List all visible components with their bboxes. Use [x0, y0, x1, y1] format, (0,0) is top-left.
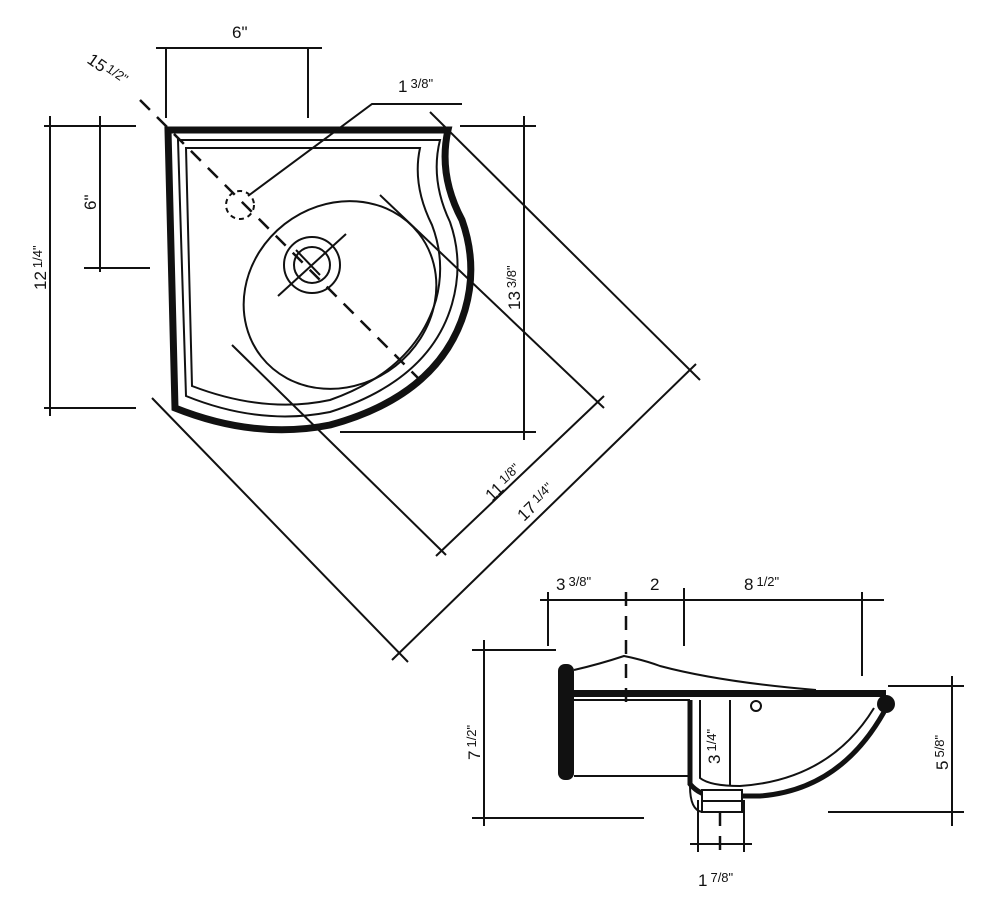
- bowl-outer: [687, 700, 887, 799]
- label-seg-b: 2: [650, 575, 659, 594]
- sink-outline-outer: [164, 126, 475, 434]
- dim-diag-ext-left-outer: [151, 397, 409, 663]
- sink-top-rim: [573, 654, 817, 691]
- rim-slab: [574, 690, 886, 697]
- drain-pipe: [689, 785, 703, 813]
- dim-diag-ext-left-inner: [231, 344, 447, 556]
- label-bowl-depth: 31/4": [704, 728, 724, 764]
- sink-outline-rim: [184, 147, 442, 406]
- label-overall-height: 71/2": [464, 724, 484, 760]
- label-front-inner: 111/8": [481, 460, 526, 505]
- label-top-width: 6": [232, 23, 248, 42]
- dim-diag-ext-inner: [379, 194, 605, 409]
- label-left-overall: 121/4": [30, 245, 50, 290]
- faucet-hole: [225, 190, 255, 220]
- faucet-leader: [247, 103, 462, 197]
- drain-cross-a: [277, 233, 347, 297]
- basin-oval: [242, 200, 438, 390]
- drain-cross-b: [295, 249, 321, 276]
- drain-outer: [283, 236, 341, 294]
- drain-inner: [293, 246, 331, 284]
- label-side-right-height: 55/8": [932, 734, 952, 770]
- rim-knob: [877, 695, 895, 713]
- wall-bracket: [558, 664, 574, 780]
- label-left-inner: 6": [81, 195, 100, 211]
- dim-diag-ext-right: [429, 111, 701, 381]
- label-diagonal-corner: 151/2": [84, 49, 132, 91]
- center-line: [139, 99, 421, 381]
- dim-front-inner-line: [435, 395, 605, 557]
- label-front-overall: 171/4": [513, 479, 559, 525]
- sink-outline-inner: [176, 139, 459, 418]
- label-right-height: 133/8": [504, 265, 524, 310]
- overflow-hole: [750, 700, 762, 712]
- dim-front-overall-line: [391, 363, 697, 661]
- bowl-inner: [699, 700, 875, 788]
